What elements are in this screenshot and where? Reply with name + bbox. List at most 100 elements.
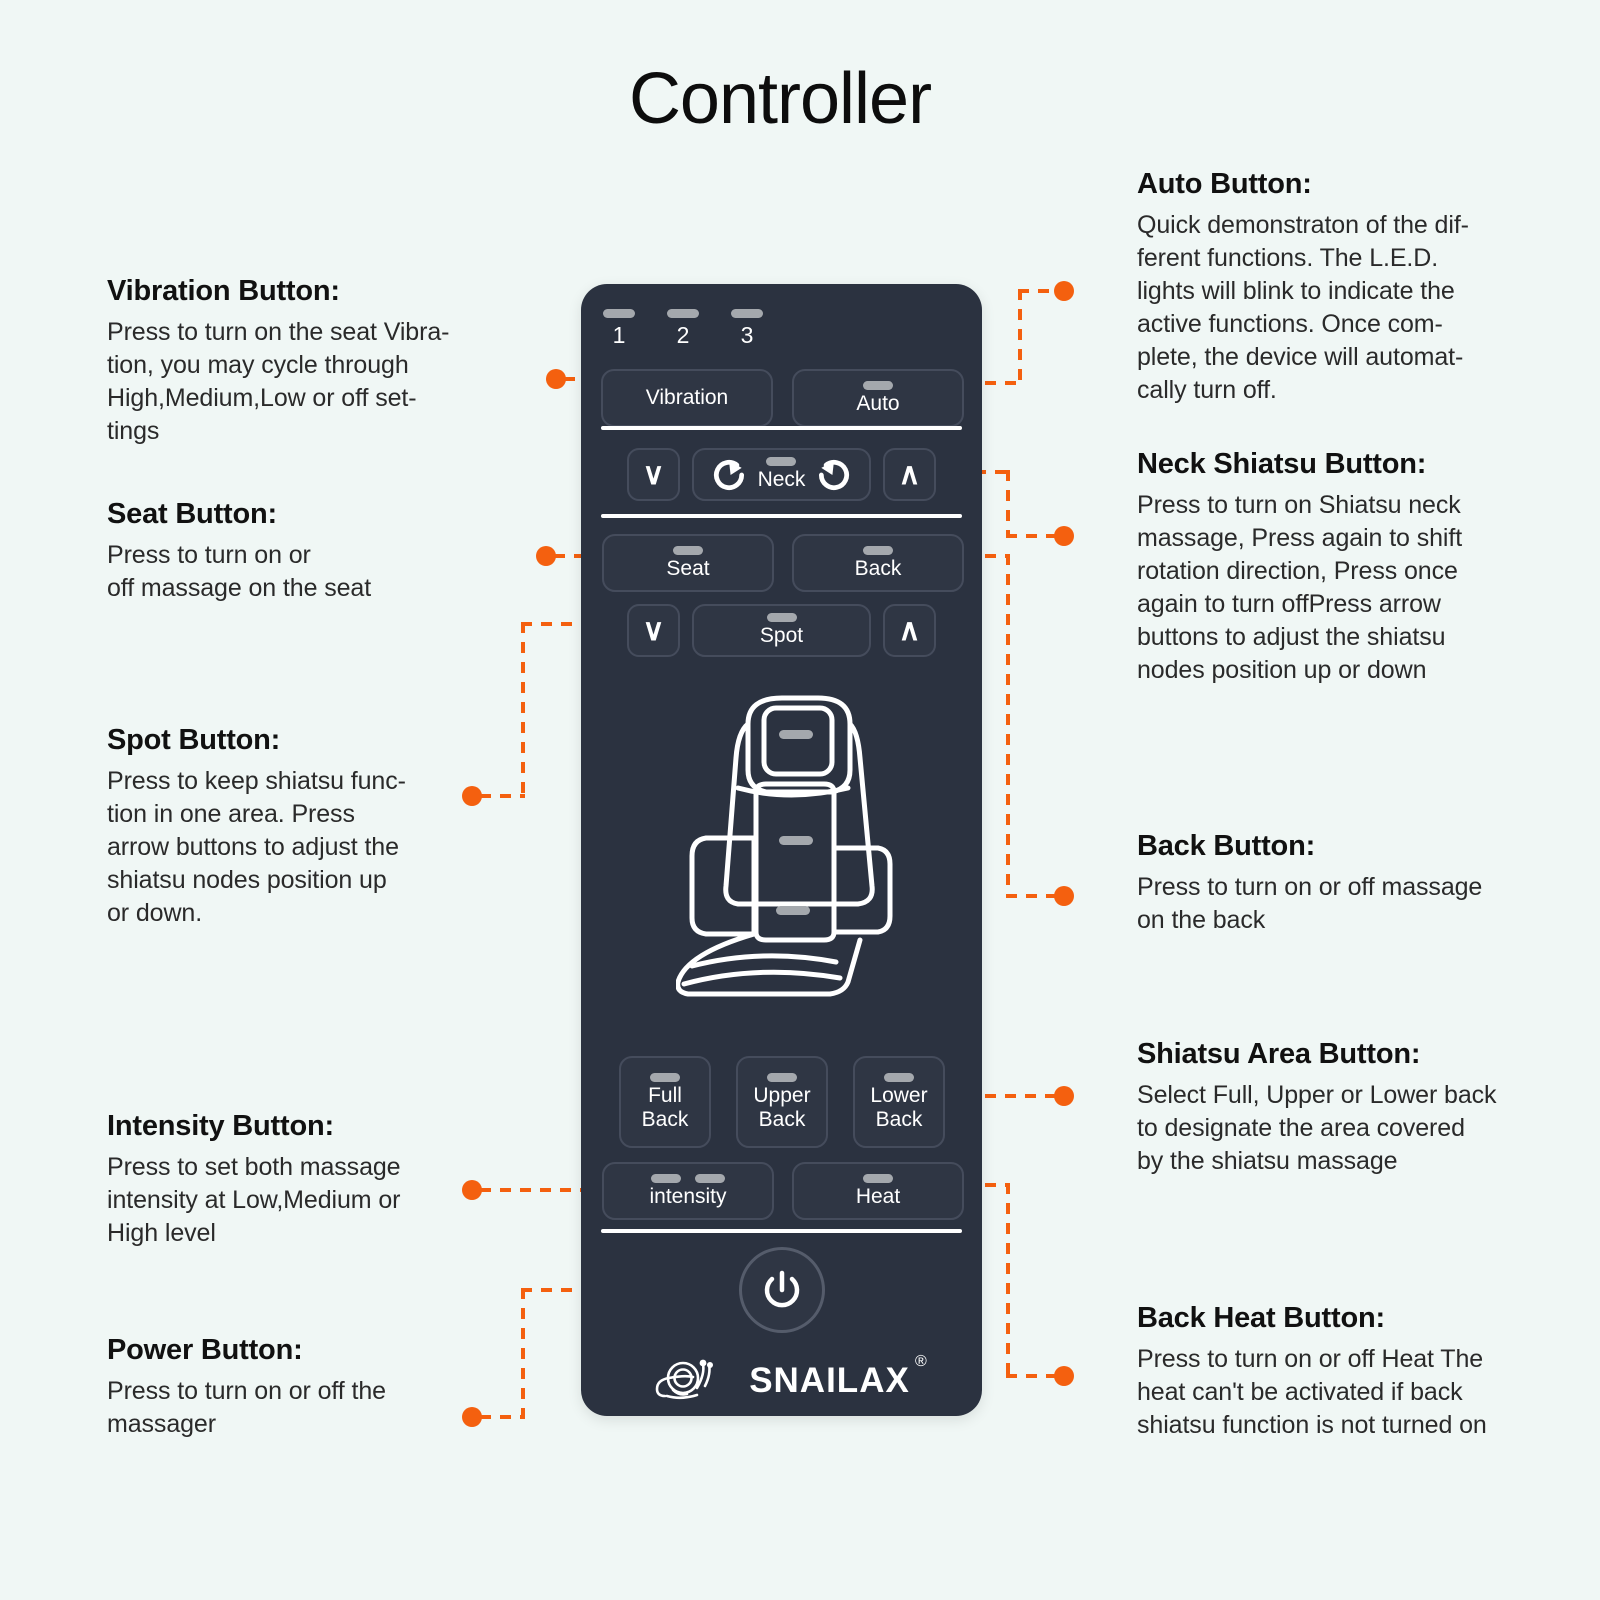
auto-led-icon bbox=[863, 380, 893, 390]
lower-back-button-label-line2: Back bbox=[875, 1107, 923, 1131]
heat-button-label: Heat bbox=[855, 1184, 901, 1208]
brand-logo: SNAILAX ® bbox=[581, 1353, 982, 1406]
power-button[interactable] bbox=[739, 1247, 825, 1333]
intensity-button[interactable]: intensity bbox=[602, 1162, 774, 1220]
seat-button[interactable]: Seat bbox=[602, 534, 774, 592]
neck-shiatsu-button[interactable]: Neck bbox=[692, 448, 871, 501]
upper-back-button-label-line2: Back bbox=[758, 1107, 806, 1131]
connector-dot-auto bbox=[1054, 281, 1074, 301]
upper-back-button[interactable]: Upper Back bbox=[736, 1056, 828, 1148]
snail-logo-icon bbox=[655, 1359, 714, 1400]
callout-seat: Seat Button: Press to turn on or off mas… bbox=[107, 498, 527, 605]
full-back-button-label-line2: Back bbox=[641, 1107, 689, 1131]
callout-auto-title: Auto Button: bbox=[1137, 168, 1312, 200]
connector-line-auto-b bbox=[1018, 289, 1022, 385]
registered-trademark-icon: ® bbox=[915, 1353, 928, 1370]
vibration-button[interactable]: Vibration bbox=[601, 369, 773, 427]
connector-dot-vibration bbox=[546, 369, 566, 389]
controller-device: 1 2 3 Vibration Auto ∨ bbox=[581, 284, 982, 1416]
connector-line-spot-a bbox=[480, 794, 525, 798]
led-indicator-2: 2 bbox=[667, 309, 699, 350]
led-lamp-icon bbox=[603, 309, 635, 318]
neck-led-icon bbox=[766, 457, 797, 466]
led-number-2: 2 bbox=[676, 322, 690, 348]
upper-back-button-label-line1: Upper bbox=[753, 1083, 811, 1107]
neck-down-arrow-button[interactable]: ∨ bbox=[627, 448, 680, 501]
spot-button[interactable]: Spot bbox=[692, 604, 871, 657]
seat-button-label: Seat bbox=[666, 556, 710, 580]
connector-line-shiatsu-area bbox=[945, 1094, 1057, 1098]
connector-line-heat-c bbox=[1006, 1374, 1058, 1378]
connector-line-power-a bbox=[480, 1415, 525, 1419]
connector-dot-back bbox=[1054, 886, 1074, 906]
callout-auto-body: Quick demonstraton of the dif- ferent fu… bbox=[1137, 211, 1469, 404]
led-indicator-3: 3 bbox=[731, 309, 763, 350]
callout-vibration: Vibration Button: Press to turn on the s… bbox=[107, 275, 527, 448]
intensity-button-label: intensity bbox=[649, 1184, 727, 1208]
page-title: Controller bbox=[628, 59, 932, 139]
connector-line-spot-b bbox=[521, 622, 525, 798]
connector-dot-power bbox=[462, 1407, 482, 1427]
callout-vibration-title: Vibration Button: bbox=[107, 275, 340, 307]
connector-dot-seat bbox=[536, 546, 556, 566]
divider-top bbox=[601, 426, 962, 430]
callout-spot-title: Spot Button: bbox=[107, 724, 281, 756]
heat-button[interactable]: Heat bbox=[792, 1162, 964, 1220]
neck-up-arrow-button[interactable]: ∧ bbox=[883, 448, 936, 501]
heat-led-icon bbox=[863, 1173, 893, 1183]
callout-back-heat: Back Heat Button: Press to turn on or of… bbox=[1137, 1302, 1567, 1442]
callout-neck-shiatsu-body: Press to turn on Shiatsu neck massage, P… bbox=[1137, 491, 1463, 684]
led-number-1: 1 bbox=[612, 322, 626, 348]
callout-shiatsu-area: Shiatsu Area Button: Select Full, Upper … bbox=[1137, 1038, 1567, 1178]
connector-line-neck-b bbox=[1006, 470, 1010, 538]
neck-button-label: Neck bbox=[757, 468, 806, 491]
callout-neck-shiatsu-title: Neck Shiatsu Button: bbox=[1137, 448, 1427, 480]
divider-middle bbox=[601, 514, 962, 518]
connector-line-back-b bbox=[1006, 554, 1010, 896]
full-back-button[interactable]: Full Back bbox=[619, 1056, 711, 1148]
callout-seat-body: Press to turn on or off massage on the s… bbox=[107, 541, 372, 602]
rotate-right-icon bbox=[819, 459, 850, 490]
power-icon bbox=[764, 1270, 800, 1308]
auto-button-label: Auto bbox=[856, 391, 900, 415]
led-lamp-icon bbox=[731, 309, 763, 318]
callout-intensity: Intensity Button: Press to set both mass… bbox=[107, 1110, 527, 1250]
back-button[interactable]: Back bbox=[792, 534, 964, 592]
callout-seat-title: Seat Button: bbox=[107, 498, 277, 530]
led-indicator-1: 1 bbox=[603, 309, 635, 350]
auto-button[interactable]: Auto bbox=[792, 369, 964, 427]
spot-down-arrow-button[interactable]: ∨ bbox=[627, 604, 680, 657]
callout-vibration-body: Press to turn on the seat Vibra- tion, y… bbox=[107, 318, 450, 445]
connector-line-back-c bbox=[1006, 894, 1058, 898]
seat-led-icon bbox=[673, 545, 703, 555]
chevron-up-icon: ∧ bbox=[898, 457, 921, 491]
vibration-button-label: Vibration bbox=[645, 386, 729, 409]
connector-dot-shiatsu-area bbox=[1054, 1086, 1074, 1106]
connector-line-neck-a bbox=[955, 470, 1010, 474]
lower-back-button[interactable]: Lower Back bbox=[853, 1056, 945, 1148]
connector-line-neck-c bbox=[1006, 534, 1058, 538]
chevron-down-icon: ∨ bbox=[642, 457, 665, 491]
callout-intensity-body: Press to set both massage intensity at L… bbox=[107, 1153, 401, 1247]
callout-intensity-title: Intensity Button: bbox=[107, 1110, 334, 1142]
back-button-label: Back bbox=[854, 556, 902, 580]
led-lamp-icon bbox=[667, 309, 699, 318]
connector-line-intensity bbox=[480, 1188, 655, 1192]
connector-line-power-b bbox=[521, 1288, 525, 1419]
connector-line-back-a bbox=[965, 554, 1010, 558]
upper-back-led-icon bbox=[767, 1072, 797, 1082]
callout-shiatsu-area-body: Select Full, Upper or Lower back to desi… bbox=[1137, 1081, 1497, 1175]
brand-name-group: SNAILAX ® bbox=[749, 1353, 927, 1401]
full-back-button-label-line1: Full bbox=[648, 1083, 682, 1107]
full-back-led-icon bbox=[650, 1072, 680, 1082]
lower-back-led-icon bbox=[884, 1072, 914, 1082]
divider-bottom bbox=[601, 1229, 962, 1233]
callout-auto: Auto Button: Quick demonstraton of the d… bbox=[1137, 168, 1567, 407]
intensity-led-group bbox=[651, 1173, 725, 1185]
led-number-3: 3 bbox=[740, 322, 754, 348]
brand-name: SNAILAX bbox=[749, 1361, 910, 1400]
intensity-led-icon-2 bbox=[695, 1173, 725, 1183]
connector-dot-intensity bbox=[462, 1180, 482, 1200]
spot-up-arrow-button[interactable]: ∧ bbox=[883, 604, 936, 657]
